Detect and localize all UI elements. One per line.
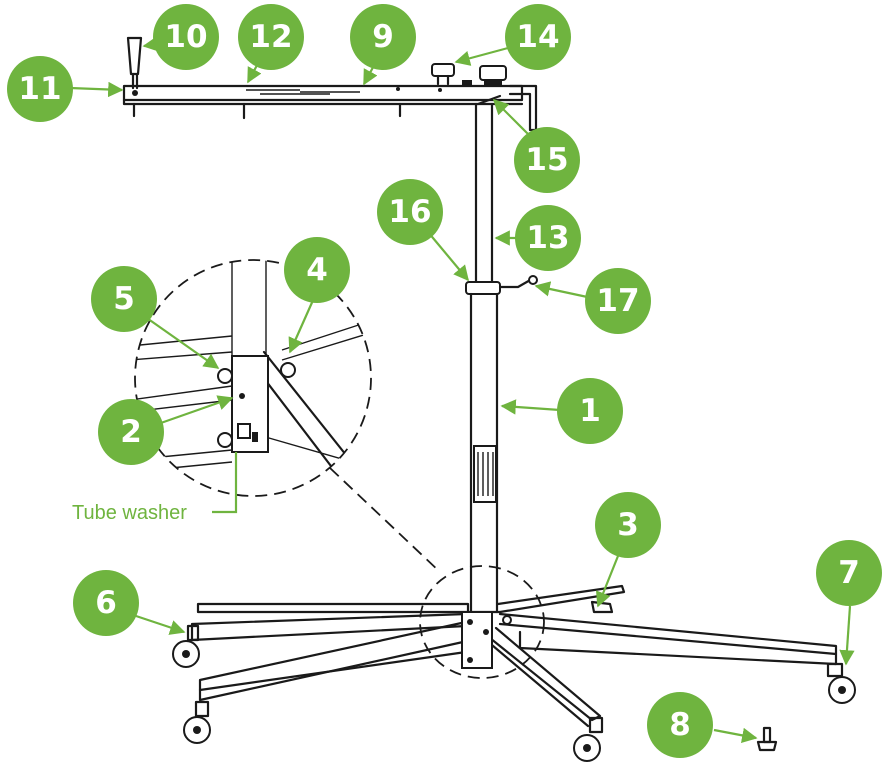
callout-8: 8 <box>647 692 713 758</box>
handle-grip <box>126 36 143 90</box>
callout-7: 7 <box>816 540 882 606</box>
callout-3-label: 3 <box>617 507 639 543</box>
detail-view <box>134 259 372 497</box>
callout-1-label: 1 <box>579 393 601 429</box>
callout-13-label: 13 <box>526 220 569 256</box>
tube-washer-caption: Tube washer <box>72 502 187 524</box>
callout-7-label: 7 <box>838 555 860 591</box>
callout-2: 2 <box>98 399 164 465</box>
callout-12: 12 <box>238 4 304 70</box>
detail-connector <box>329 467 441 573</box>
callout-8-label: 8 <box>669 707 691 743</box>
callout-17-label: 17 <box>596 283 639 319</box>
callout-5-label: 5 <box>113 281 135 317</box>
callout-6: 6 <box>73 570 139 636</box>
vertical-column <box>465 94 538 614</box>
callout-9-label: 9 <box>372 19 394 55</box>
base-legs <box>190 584 838 728</box>
top-table <box>122 84 538 132</box>
callout-16-label: 16 <box>388 194 431 230</box>
callout-4: 4 <box>284 237 350 303</box>
callout-10-label: 10 <box>164 19 207 55</box>
callout-15-label: 15 <box>525 142 568 178</box>
callout-15: 15 <box>514 127 580 193</box>
callout-12-label: 12 <box>249 19 292 55</box>
caster-wheels <box>172 624 856 762</box>
callout-11-label: 11 <box>18 71 61 107</box>
callout-16: 16 <box>377 179 443 245</box>
callout-11: 11 <box>7 56 73 122</box>
callout-6-label: 6 <box>95 585 117 621</box>
hub-detail-circle <box>419 565 545 679</box>
leveling-foot-part <box>756 726 778 752</box>
callout-14-label: 14 <box>516 19 559 55</box>
callout-13: 13 <box>515 205 581 271</box>
callout-1: 1 <box>557 378 623 444</box>
callout-4-label: 4 <box>306 252 328 288</box>
adjustment-knobs <box>431 63 507 87</box>
callout-14: 14 <box>505 4 571 70</box>
leader-lines <box>69 36 855 743</box>
callout-9: 9 <box>350 4 416 70</box>
callout-10: 10 <box>153 4 219 70</box>
callout-2-label: 2 <box>120 414 142 450</box>
callout-17: 17 <box>585 268 651 334</box>
callout-3: 3 <box>595 492 661 558</box>
callout-5: 5 <box>91 266 157 332</box>
